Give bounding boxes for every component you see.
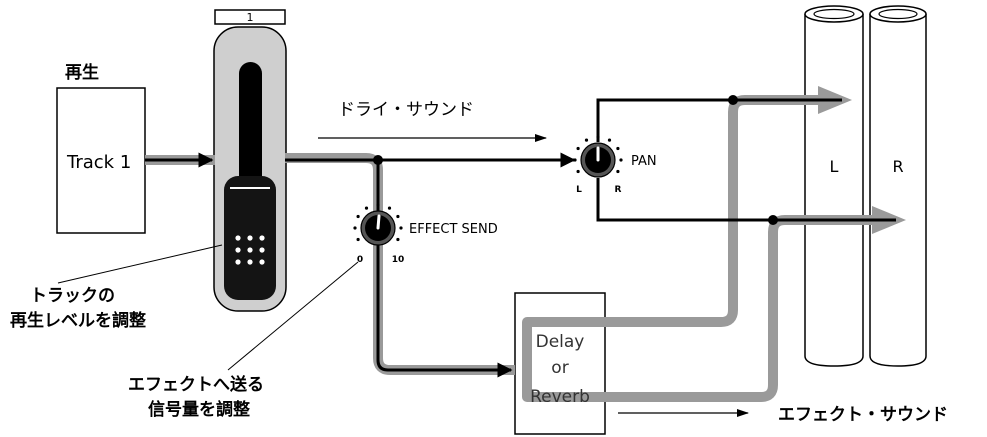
output-bus-right-label: R [892, 157, 903, 176]
pan-knob-scale-dots [573, 135, 623, 174]
effect-box-line-reverb: Reverb [530, 387, 590, 407]
output-bus-right: R [869, 5, 927, 367]
output-bus-right-body [869, 14, 927, 367]
fader-grip-dots [235, 235, 265, 265]
pan-knob [573, 135, 623, 178]
fader-caption-leader [57, 244, 223, 284]
effect-send-caption-line-1: エフェクトへ送る [128, 374, 264, 395]
send-split-node [373, 155, 383, 165]
pan-label: PAN [631, 154, 657, 169]
effect-sound-label: エフェクト・サウンド [778, 405, 948, 425]
output-bus-left-body [804, 14, 864, 367]
effect-send-knob-pointer [376, 214, 381, 230]
pan-right-output-line [596, 178, 896, 222]
fader-caption-line-1: トラックの [30, 286, 115, 306]
fader-caption-line-2: 再生レベルを調整 [10, 310, 146, 331]
track-box [56, 87, 146, 234]
dry-sound-label: ドライ・サウンド [338, 100, 474, 120]
playback-label: 再生 [65, 62, 99, 83]
output-bus-left-opening [813, 8, 855, 20]
fader-channel-label-box [214, 9, 286, 25]
effect-send-knob-scale-dots [353, 203, 403, 242]
effect-send-label: EFFECT SEND [409, 222, 498, 237]
pan-left-label: L [576, 185, 582, 195]
output-bus-left-label: L [830, 157, 839, 176]
effect-box-line-delay: Delay [536, 332, 585, 352]
track-box-label: Track 1 [66, 152, 131, 173]
effect-send-line [376, 160, 513, 378]
effect-internal-signal-path [522, 317, 605, 402]
output-bus-left: L [804, 5, 864, 367]
effect-send-knob [353, 203, 403, 246]
effect-send-caption-leader [227, 261, 359, 371]
right-mix-node [768, 215, 778, 225]
effect-send-min-label: 0 [357, 255, 363, 265]
fader-channel-label: 1 [247, 11, 254, 24]
output-bus-right-opening [878, 8, 918, 20]
output-bus-right-top [869, 5, 927, 23]
effect-box-line-or: or [551, 358, 568, 378]
effect-send-caption-line-2: 信号量を調整 [148, 399, 250, 420]
track-fader: 1 [213, 9, 287, 312]
output-bus-left-top [804, 5, 864, 23]
fader-slot [239, 62, 262, 212]
pan-right-label: R [615, 185, 622, 195]
effect-send-max-label: 10 [392, 255, 405, 265]
pan-left-output-line [596, 98, 842, 142]
left-mix-node [728, 95, 738, 105]
